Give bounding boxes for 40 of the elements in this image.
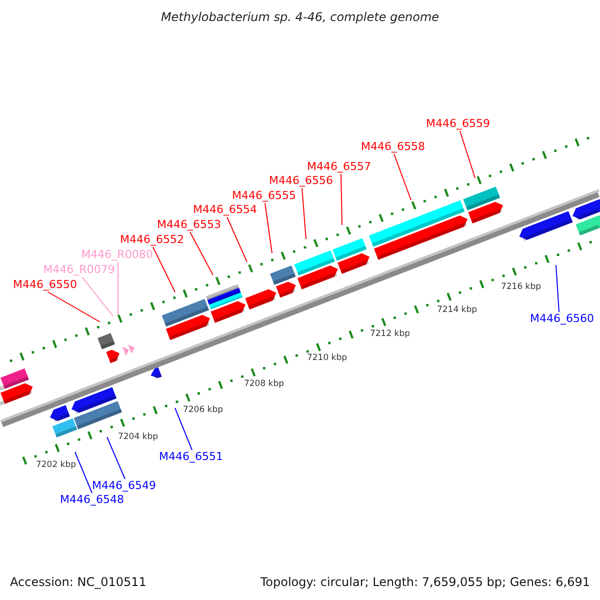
- gene-label: M446_6557: [307, 160, 371, 174]
- leader-line: [226, 216, 248, 262]
- leader-line: [264, 202, 272, 254]
- gene-label: M446_6553: [157, 218, 221, 232]
- scale-label: 7202 kbp: [36, 460, 76, 471]
- gene-label: M446_6560: [530, 312, 594, 326]
- scale-label: 7216 kbp: [500, 282, 542, 293]
- gene-label: M446_6558: [361, 140, 425, 154]
- leader-line: [82, 276, 114, 316]
- leader-line: [556, 264, 560, 312]
- accession-number: Accession: NC_010511: [10, 575, 146, 589]
- leader-line: [394, 154, 412, 200]
- gene-label: M446_6548: [60, 493, 124, 507]
- scale-label: 7214 kbp: [436, 305, 478, 316]
- genome-stats: Topology: circular; Length: 7,659,055 bp; Genes: 6,691: [260, 575, 590, 589]
- gene-label: M446_6550: [13, 278, 77, 292]
- gene-label: M446_6559: [426, 117, 490, 131]
- gene-label: M446_6549: [92, 479, 156, 493]
- leader-line: [302, 188, 306, 240]
- leader-line: [190, 232, 214, 276]
- leader-line: [48, 292, 100, 322]
- leader-line: [174, 408, 192, 450]
- gene-label: M446_6554: [193, 203, 257, 217]
- gene-label: M446_6552: [120, 233, 184, 247]
- scale-label: 7204 kbp: [118, 432, 158, 443]
- gene-label: M446_6555: [232, 189, 296, 203]
- leader-line: [340, 174, 342, 226]
- gene-label: M446_R0080: [81, 248, 153, 262]
- gene-label: M446_6551: [159, 450, 223, 464]
- leader-line: [152, 246, 176, 292]
- leader-line: [106, 436, 126, 480]
- gene-label: M446_R0079: [43, 263, 115, 277]
- title: Methylobacterium sp. 4-46, complete genome: [160, 10, 440, 24]
- leader-line: [74, 452, 92, 494]
- gene-label: M446_6556: [269, 174, 333, 188]
- scale-label: 7210 kbp: [306, 353, 348, 364]
- scale-label: 7206 kbp: [182, 405, 224, 416]
- leader-line: [460, 130, 476, 178]
- scale-label: 7208 kbp: [244, 379, 284, 390]
- scale-label: 7212 kbp: [370, 329, 410, 340]
